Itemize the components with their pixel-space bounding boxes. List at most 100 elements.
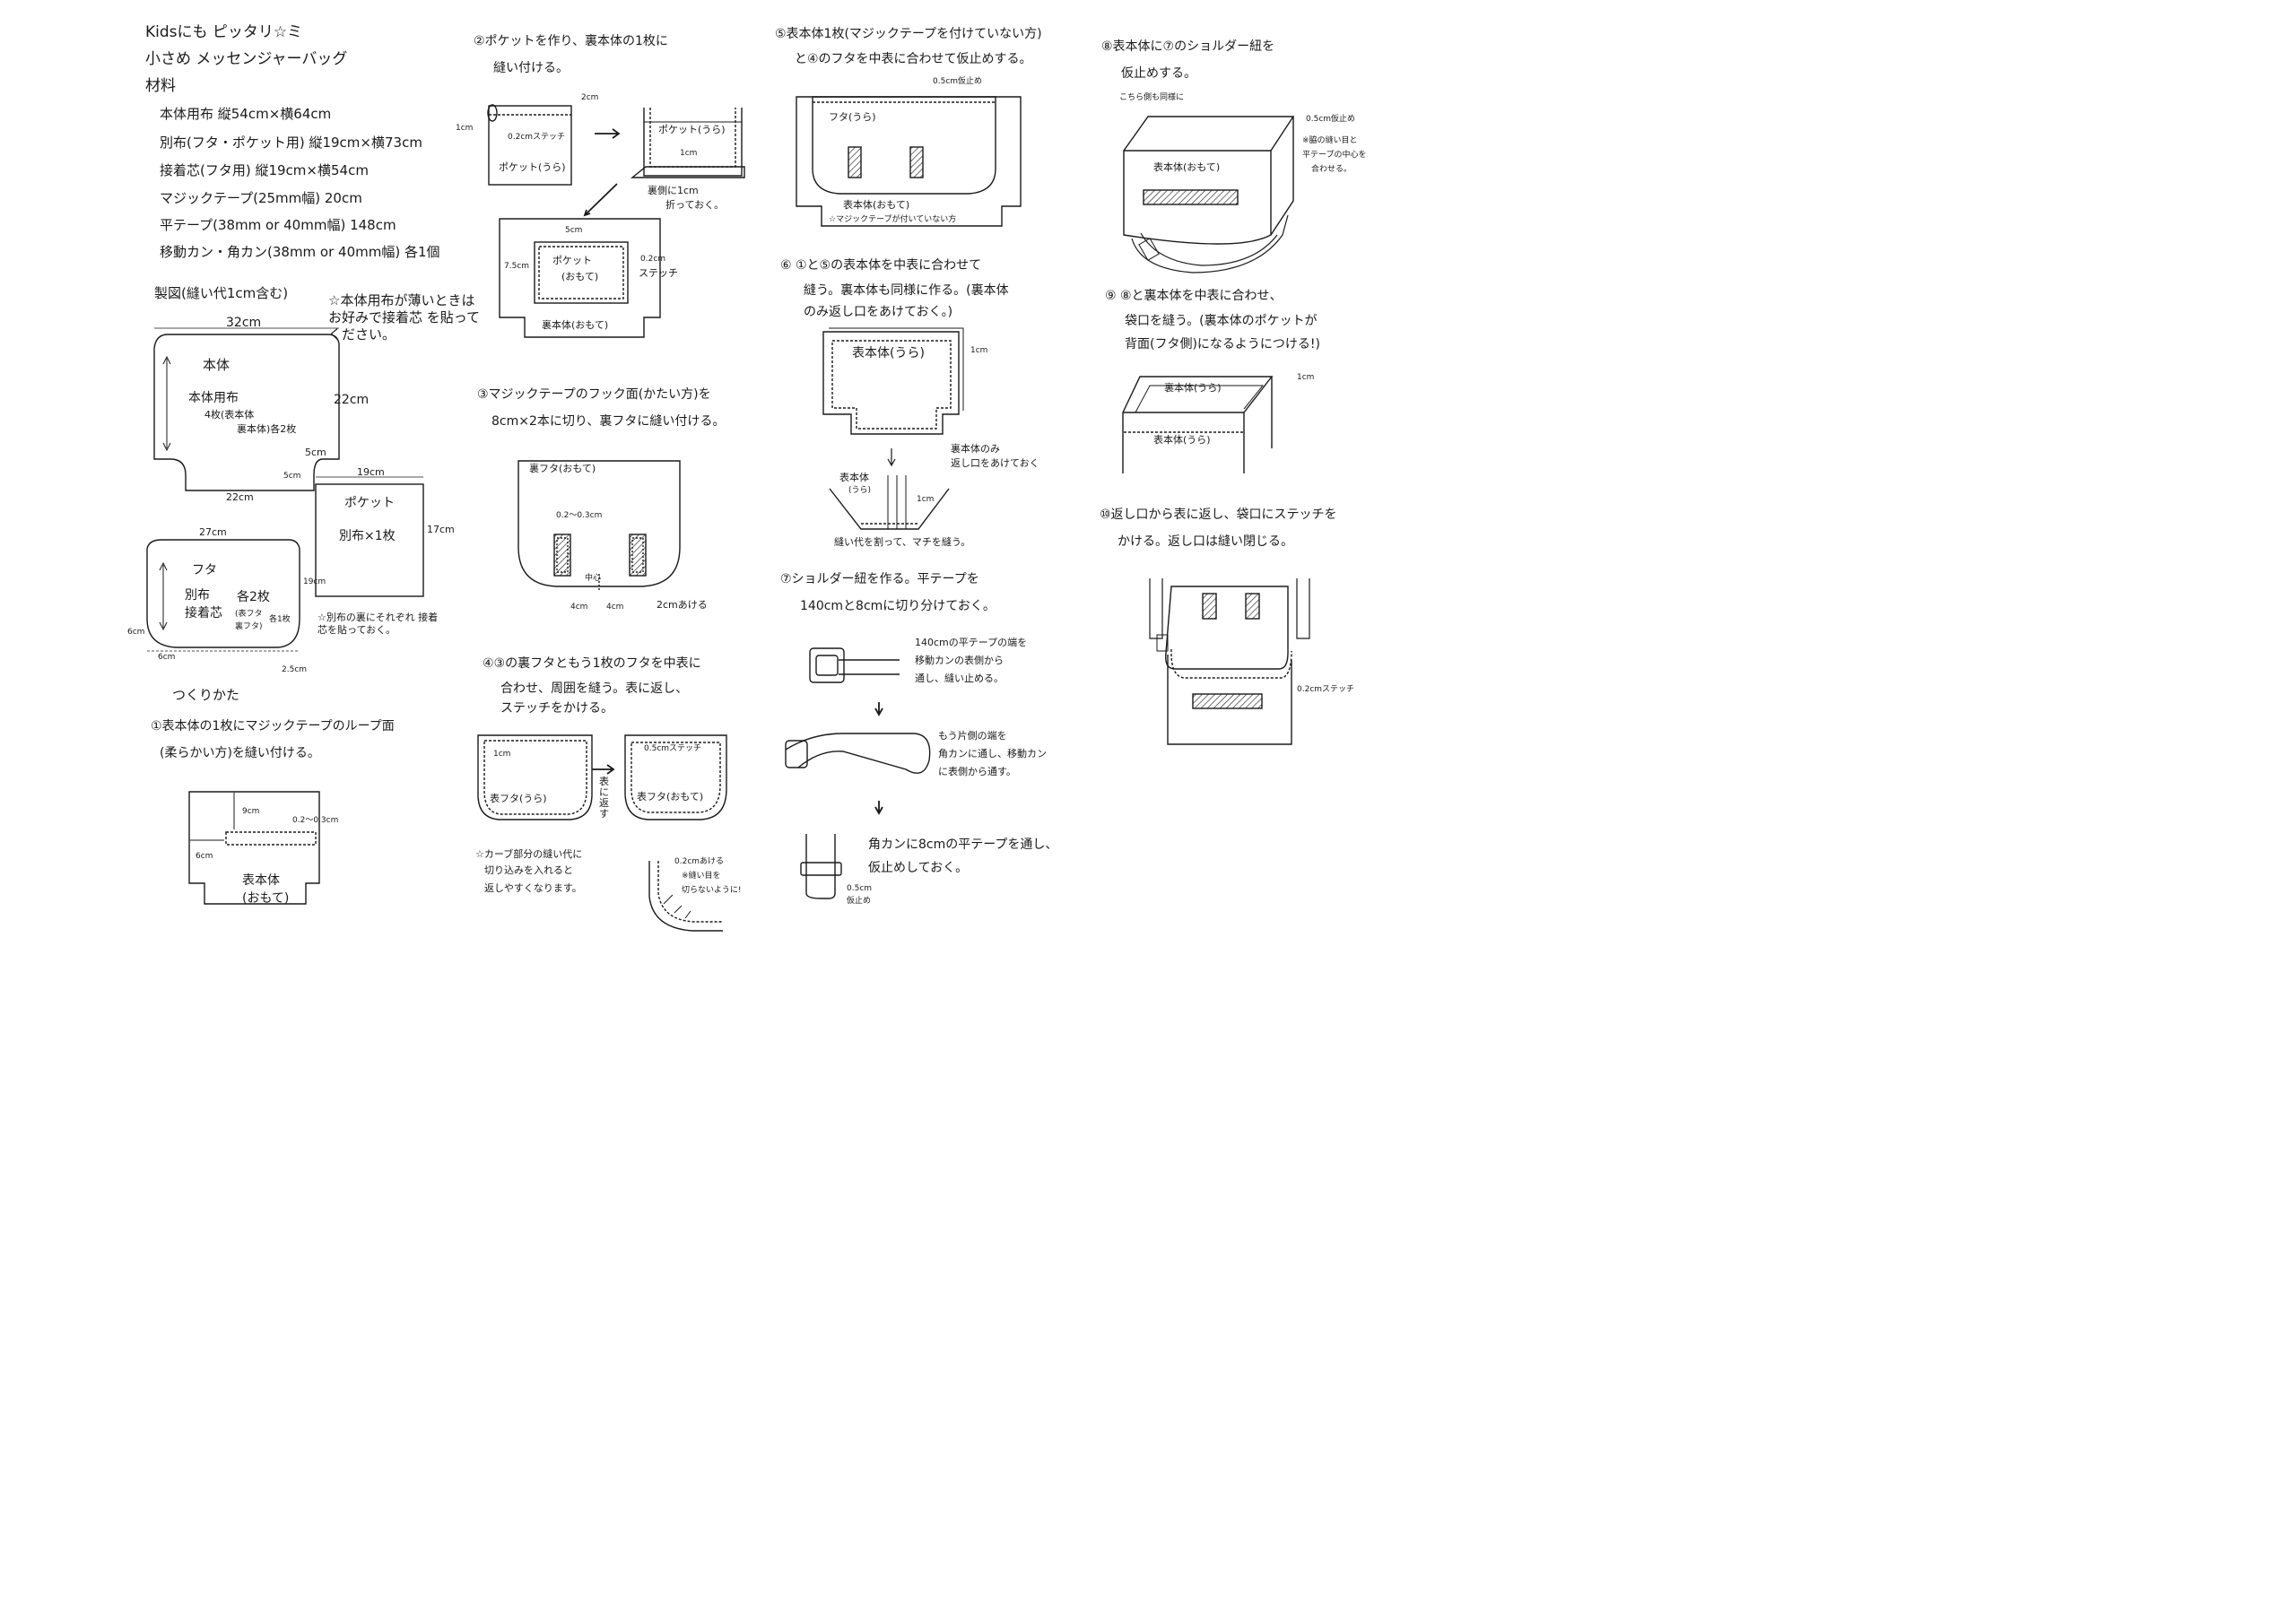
step3-text-1: ③マジックテープのフック面(かたい方)を bbox=[477, 387, 711, 402]
material-item: 本体用布 縦54cm×横64cm bbox=[160, 106, 332, 122]
step5-dim-1: 0.5cm仮止め bbox=[933, 77, 983, 86]
step2-text-1: ②ポケットを作り、裏本体の1枚に bbox=[474, 34, 668, 48]
step4-text-1: ④③の裏フタともう1枚のフタを中表に bbox=[483, 656, 701, 671]
step2-pocket-b bbox=[643, 108, 743, 177]
material-item: 移動カン・角カン(38mm or 40mm幅) 各1個 bbox=[160, 244, 440, 260]
step2-dim-8: ステッチ bbox=[639, 267, 678, 279]
step8-dim-1: 0.5cm仮止め bbox=[1306, 115, 1356, 124]
step2-dim-6: 7.5cm bbox=[504, 262, 530, 271]
step7-note-1: 140cmの平テープの端を bbox=[915, 637, 1028, 648]
material-item: 接着芯(フタ用) 縦19cm×横54cm bbox=[160, 162, 369, 178]
flap-piece-line4: (表フタ bbox=[235, 610, 263, 619]
step6-text-2: 縫う。裏本体も同様に作る。(裏本体 bbox=[804, 283, 1009, 298]
step2-note-2: 折っておく。 bbox=[665, 199, 725, 211]
step6-label-3: (うら) bbox=[848, 486, 872, 495]
step7-note-4: もう片側の端を bbox=[938, 730, 1007, 742]
step6-text-1: ⑥ ①と⑤の表本体を中表に合わせて bbox=[780, 258, 982, 273]
step10-text-2: かける。返し口は縫い閉じる。 bbox=[1118, 534, 1293, 549]
step7-note-7: 角カンに8cmの平テープを通し、 bbox=[868, 838, 1058, 852]
body-piece-line1: 本体用布 bbox=[188, 391, 239, 405]
step3-dim-4: 4cm bbox=[606, 603, 624, 612]
materials-heading: 材料 bbox=[145, 77, 176, 95]
step3-dim-1: 0.2〜0.3cm bbox=[556, 511, 603, 520]
step6-note-2: 返し口をあけておく bbox=[951, 457, 1039, 469]
step5-label-3: ☆マジックテープが付いていない方 bbox=[829, 215, 957, 224]
step4-note-3: 返しやすくなります。 bbox=[484, 882, 582, 894]
flap-pattern-piece bbox=[146, 539, 300, 648]
step2-label-1: ポケット(うら) bbox=[499, 161, 566, 173]
step8-note-2: 平テープの中心を bbox=[1302, 151, 1367, 160]
body-bottom-dim: 22cm bbox=[226, 491, 254, 503]
step4-note-2: 切り込みを入れると bbox=[484, 864, 573, 876]
step2-text-2: 縫い付ける。 bbox=[493, 61, 569, 75]
step8-label: 表本体(おもて) bbox=[1153, 161, 1221, 173]
step1-dim-1: 9cm bbox=[242, 807, 260, 816]
step9-label-2: 表本体(うら) bbox=[1153, 434, 1211, 446]
step4-label-1: 表フタ(うら) bbox=[490, 793, 547, 804]
flap-piece-name: フタ bbox=[192, 563, 217, 577]
step7-note-6: に表側から通す。 bbox=[938, 766, 1016, 777]
step6-note-3: 縫い代を割って、マチを縫う。 bbox=[834, 536, 971, 548]
body-piece-line3: 裏本体)各2枚 bbox=[237, 423, 297, 435]
body-width-dim: 32cm bbox=[226, 316, 262, 330]
step1-dim-3: 6cm bbox=[196, 852, 213, 861]
step10-text-1: ⑩返し口から表に返し、袋口にステッチを bbox=[1100, 508, 1337, 522]
step4-flap-right bbox=[624, 734, 727, 820]
step2-dim-2: 1cm bbox=[456, 124, 474, 133]
flap-piece-line6: 各1枚 bbox=[269, 615, 291, 624]
step8-note-0: こちら側も同様に bbox=[1119, 93, 1185, 102]
step9-dim-1: 1cm bbox=[1297, 373, 1315, 382]
step7-dim-1: 0.5cm bbox=[847, 884, 873, 893]
step5-text-1: ⑤表本体1枚(マジックテープを付けていない方) bbox=[775, 27, 1042, 41]
step3-label: 裏フタ(おもて) bbox=[529, 463, 596, 474]
step4-note-6: 切らないように! bbox=[682, 886, 742, 895]
pocket-width-dim: 19cm bbox=[357, 466, 385, 478]
step2-dim-1: 2cm bbox=[581, 93, 599, 102]
step1-label-1: 表本体 bbox=[242, 873, 280, 888]
step4-note-4: 0.2cmあける bbox=[674, 857, 725, 866]
step7-d-ring-tape bbox=[805, 834, 836, 899]
body-pattern-piece bbox=[153, 334, 340, 491]
step7-note-8: 仮止めしておく。 bbox=[868, 861, 969, 875]
header-line-1: Kidsにも ピッタリ☆ミ bbox=[145, 23, 303, 41]
step3-dim-5: 2cmあける bbox=[657, 599, 708, 611]
step9-label-1: 裏本体(うら) bbox=[1164, 382, 1222, 394]
step4-dim-2: 0.5cmステッチ bbox=[644, 744, 702, 753]
step7-text-1: ⑦ショルダー紐を作る。平テープを bbox=[780, 572, 979, 586]
step4-note-5: ※縫い目を bbox=[682, 872, 721, 881]
step2-label-2: ポケット(うら) bbox=[658, 124, 726, 135]
step9-text-1: ⑨ ⑧と裏本体を中表に合わせ、 bbox=[1105, 289, 1283, 303]
material-item: 別布(フタ・ポケット用) 縦19cm×横73cm bbox=[160, 135, 422, 151]
step5-label-2: 表本体(おもて) bbox=[843, 199, 910, 211]
step6-note-1: 裏本体のみ bbox=[951, 443, 1000, 455]
step10-bag bbox=[1165, 586, 1289, 670]
step6-text-3: のみ返し口をあけておく。) bbox=[804, 305, 953, 319]
step8-strap bbox=[1131, 214, 1289, 273]
flap-piece-line5: 裏フタ) bbox=[235, 622, 263, 631]
step1-text-1: ①表本体の1枚にマジックテープのループ面 bbox=[151, 719, 395, 733]
step10-dim-1: 0.2cmステッチ bbox=[1297, 685, 1355, 694]
body-piece-line2: 4枚(表本体 bbox=[204, 409, 255, 421]
flap-piece-line2: 接着芯 bbox=[185, 606, 222, 621]
body-piece-name: 本体 bbox=[203, 357, 230, 373]
flap-note: ☆別布の裏にそれぞれ 接着芯を貼っておく。 bbox=[317, 612, 439, 636]
step2-dim-5: 5cm bbox=[565, 226, 583, 235]
step8-note-3: 合わせる。 bbox=[1311, 165, 1352, 174]
step4-turn-label: 表に返す bbox=[599, 776, 609, 820]
step2-note-1: 裏側に1cm bbox=[648, 185, 699, 196]
step2-dim-7: 0.2cm bbox=[640, 255, 666, 264]
step7-note-5: 角カンに通し、移動カン bbox=[938, 748, 1047, 759]
drawing-canvas bbox=[146, 96, 1310, 932]
pocket-pattern-piece bbox=[315, 483, 424, 597]
step1-text-2: (柔らかい方)を縫い付ける。 bbox=[160, 746, 320, 760]
step8-box bbox=[1123, 150, 1272, 245]
step5-body bbox=[796, 96, 1022, 227]
step4-label-2: 表フタ(おもて) bbox=[637, 791, 704, 803]
step5-text-2: と④のフタを中表に合わせて仮止めする。 bbox=[795, 52, 1032, 66]
step4-text-2: 合わせ、周囲を縫う。表に返し、 bbox=[500, 681, 689, 696]
step5-label-1: フタ(うら) bbox=[829, 111, 876, 123]
step6-dim-1: 1cm bbox=[970, 346, 988, 355]
flap-corner-dim: 6cm bbox=[127, 628, 145, 637]
flap-piece-line1: 別布 bbox=[185, 588, 210, 603]
material-item: マジックテープ(25mm幅) 20cm bbox=[160, 190, 362, 206]
